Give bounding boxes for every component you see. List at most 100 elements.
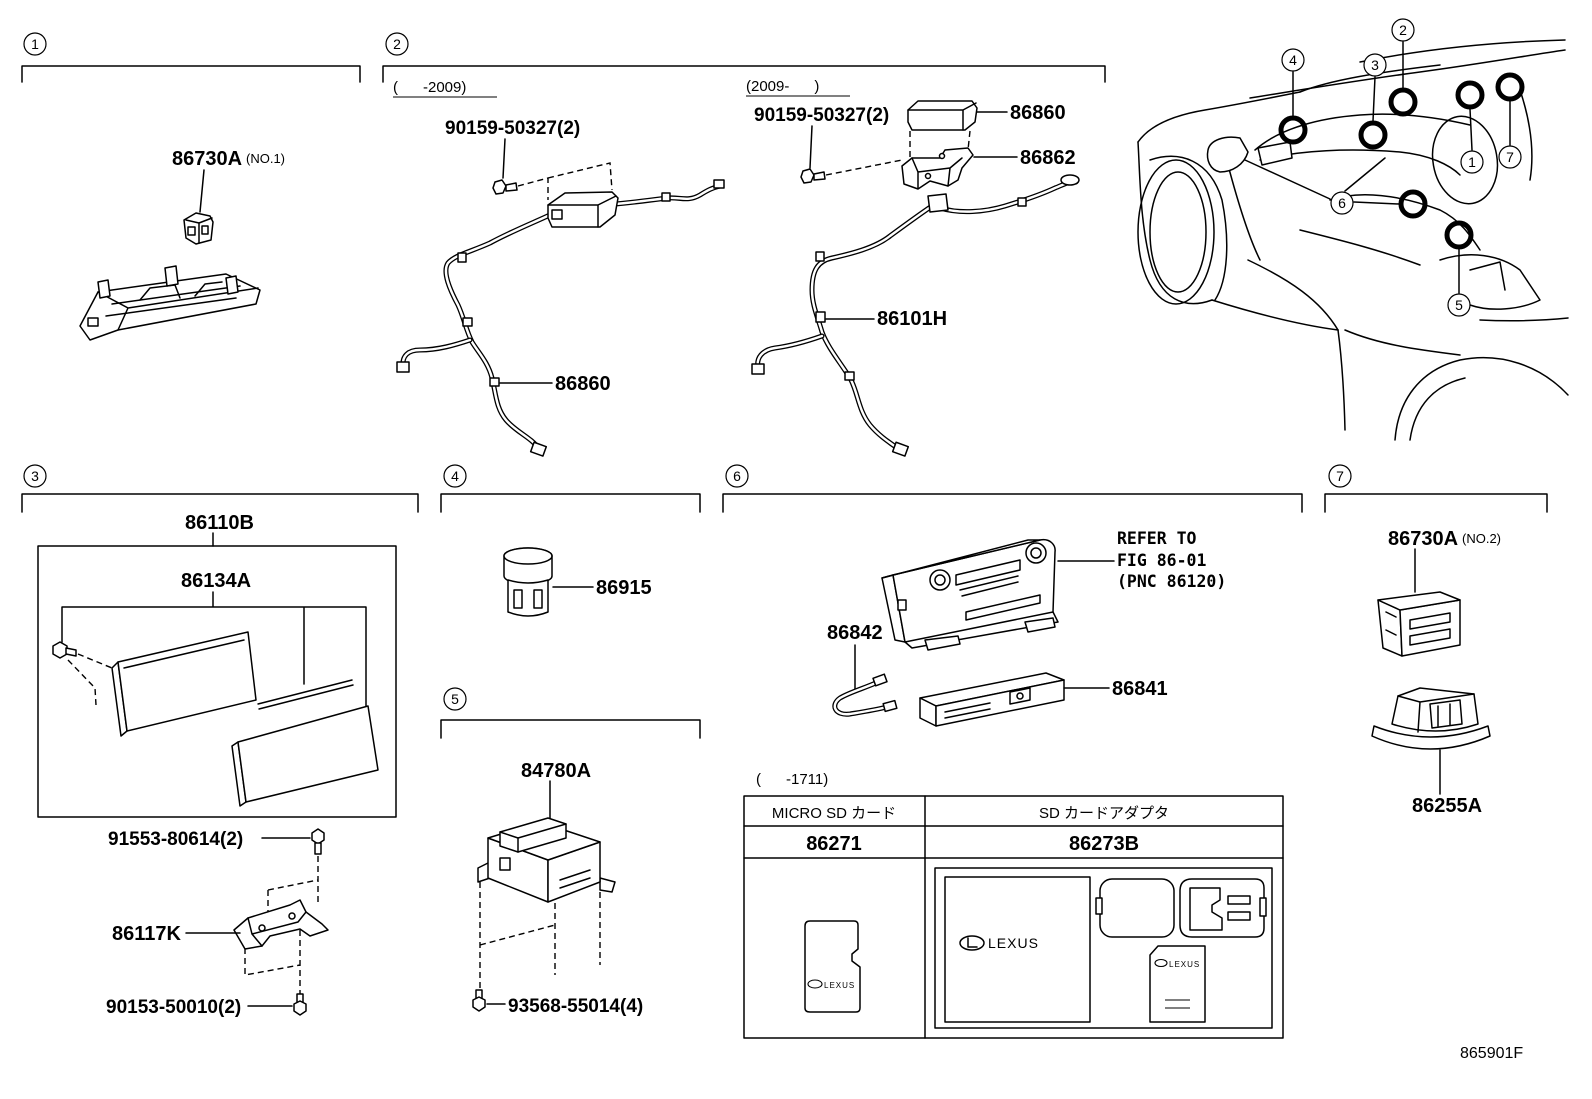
callout-7-label: 7 [1506,149,1514,165]
figure-code: 865901F [1460,1045,1523,1062]
leader-lines [61,591,367,708]
connector [751,363,765,375]
section-marker-7: 7 [1328,464,1352,488]
callout-5-label: 5 [1455,297,1463,313]
brand-logo-text: LEXUS [824,981,855,990]
head-unit-drawing [881,538,1059,651]
location-ring-7 [1495,72,1525,102]
leader-line [199,169,205,213]
clip [844,371,855,381]
ground-terminal [1060,174,1080,186]
lexus-logo-icon [1154,958,1168,968]
section-7: 86730A (NO.2) 86255A [1371,528,1501,817]
part-label-90153-50010: 90153-50010(2) [106,997,241,1018]
table-header-micro-sd: MICRO SD カード [772,805,896,822]
sd-adapter-drawing: LEXUS [1149,945,1206,1023]
card-package-drawing: LEXUS [944,876,1091,1023]
section-2-late: (2009- ) 90159-50327(2) 86860 86862 [746,78,1080,457]
assembly-dashed-line [825,130,971,176]
section-marker-1: 1 [23,32,47,56]
part-label-84780a: 84780A [521,760,591,782]
assembly-dashed-line [244,856,319,996]
section-marker-3-label: 3 [31,468,39,484]
micro-sd-card-drawing: LEXUS [804,920,861,1013]
callout-leader-lines [1244,41,1511,294]
part-note-no1: (NO.1) [246,151,285,166]
part-label-86271: 86271 [806,833,862,855]
airbag-sensor-84780a-drawing [477,817,616,903]
section-3-bracket [21,493,419,513]
section-marker-7-label: 7 [1336,468,1344,484]
refer-note-line-2: FIG 86-01 [1117,551,1206,570]
location-ring-6 [1398,189,1428,219]
switch-86915-drawing [503,547,553,617]
side-mirror [1206,136,1249,173]
location-ring-1 [1455,80,1485,110]
adapter-kit-frame [934,867,1273,1029]
part-label-86255a: 86255A [1412,795,1482,817]
section-6: REFER TO FIG 86-01 (PNC 86120) 86842 868… [743,529,1284,1039]
section-marker-6: 6 [725,464,749,488]
leader-line [809,125,813,169]
callout-7: 7 [1498,145,1522,169]
clip [457,252,467,263]
assembly-dashed-line [479,882,601,996]
refer-note-line-3: (PNC 86120) [1117,572,1226,591]
part-label-86860-late-ecu: 86860 [1010,102,1066,124]
connector [872,673,888,687]
bolt-icon [800,168,826,184]
steering-wheel [1431,115,1499,205]
screw-icon [52,641,77,659]
section-marker-5-label: 5 [451,691,459,707]
locator-callouts: 1 2 3 4 5 6 7 [1244,18,1525,317]
callout-2-label: 2 [1399,22,1407,38]
section-3: 86110B 86134A 91553-80614(2) [37,512,397,1018]
part-label-86110b: 86110B [185,512,254,534]
section-4: 86915 [503,547,652,617]
clip [489,377,500,387]
bracket-86255a-drawing [1371,687,1491,750]
vehicle-interior-locator-drawing [1137,39,1569,441]
section-6-bracket [722,493,1303,513]
section-4-bracket [440,493,701,513]
location-ring-4 [1278,115,1308,145]
cable-86842-drawing [835,673,898,714]
callout-4-label: 4 [1289,52,1297,68]
connector [396,361,410,373]
section-7-bracket [1324,493,1548,513]
callout-6: 6 [1330,191,1354,215]
clip [462,317,473,327]
callout-6-label: 6 [1338,195,1346,211]
section-marker-2-label: 2 [393,36,401,52]
refer-note-line-1: REFER TO [1117,529,1197,548]
assembly-dashed-line [517,162,613,200]
part-note-no2: (NO.2) [1462,531,1501,546]
bolt-icon [492,179,518,195]
section-brackets [21,65,1548,739]
section-1-bracket [21,65,361,83]
assembly-dashed-line [67,653,113,706]
unit-86841-drawing [919,672,1065,727]
card-case-drawing [1095,878,1267,938]
section-2-bracket [382,65,1106,83]
harness-86101h-drawing [751,174,1080,457]
section-5: 84780A 93568-55014(4) [472,760,643,1017]
connector [927,193,949,213]
section-marker-1-label: 1 [31,36,39,52]
callout-5: 5 [1447,293,1471,317]
callout-3: 3 [1363,53,1387,77]
ecu-early-drawing [547,191,619,228]
location-ring-3 [1358,120,1388,150]
part-label-86273b: 86273B [1069,833,1139,855]
part-label-86862: 86862 [1020,147,1076,169]
section-marker-6-label: 6 [733,468,741,484]
table-border [743,795,1284,1039]
brand-logo-text: LEXUS [1169,960,1200,969]
clip-86730a-no2-drawing [1377,591,1461,657]
table-header-sd-adapter: SD カードアダプタ [1039,805,1169,822]
bracket-86117k-drawing [233,899,329,950]
callout-3-label: 3 [1371,57,1379,73]
part-label-86134a: 86134A [181,570,251,592]
range-early-label: ( -2009) [393,79,466,96]
